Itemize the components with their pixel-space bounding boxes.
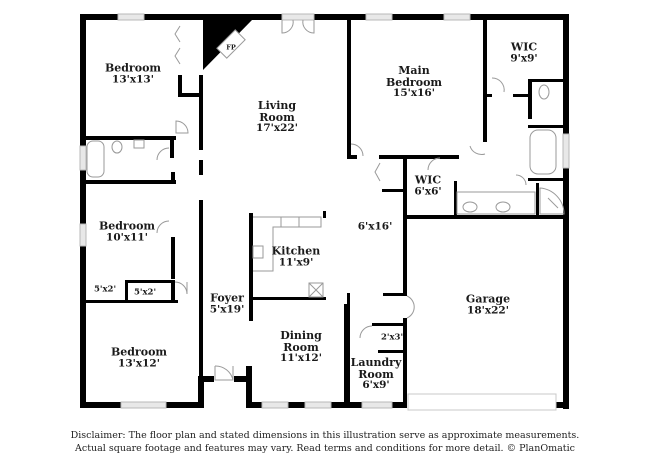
room-dims: 5'x19'	[209, 303, 245, 316]
room-dims: 6'x16'	[357, 220, 393, 233]
room-label-main-bedroom: Main Bedroom 15'x16'	[386, 65, 442, 99]
room-label-bedroom-nw: Bedroom 13'x13'	[105, 63, 161, 86]
room-name: Bedroom	[110, 345, 168, 359]
room-name-line1: Dining	[280, 328, 322, 342]
room-dims: 15'x16'	[393, 87, 435, 100]
room-label-garage: Garage 18'x22'	[466, 294, 510, 317]
room-name: WIC	[510, 40, 538, 54]
room-dims: 6'x6'	[414, 185, 442, 198]
disclaimer: Disclaimer: The floor plan and stated di…	[0, 429, 650, 455]
room-name: Kitchen	[271, 244, 321, 258]
room-label-wic-small: WIC 6'x6'	[414, 175, 441, 198]
room-dims: 13'x13'	[112, 73, 154, 86]
room-label-closet-laundry: 2'x3'	[380, 332, 404, 343]
room-dims: 2'x3'	[380, 332, 404, 343]
room-dims: 11'x9'	[278, 256, 314, 269]
fireplace-text: FP	[226, 43, 236, 52]
room-label-closet-b: 5'x2'	[133, 287, 157, 298]
room-dims: 13'x12'	[118, 357, 160, 370]
fixtures	[86, 19, 565, 381]
disclaimer-line-2: Actual square footage and features may v…	[75, 443, 575, 454]
room-name-line2: Room	[358, 367, 394, 381]
room-name: Garage	[465, 292, 511, 306]
room-dims: 9'x9'	[510, 52, 538, 65]
room-label-hall: 6'x16'	[358, 221, 393, 232]
room-name-line1: Living	[257, 98, 297, 112]
fireplace-label: FP	[226, 43, 236, 52]
room-name-line1: Laundry	[350, 355, 402, 369]
room-dims: 10'x11'	[106, 231, 148, 244]
room-name: Foyer	[210, 291, 244, 305]
room-label-closet-a: 5'x2'	[93, 284, 117, 295]
room-name-line1: Main	[398, 63, 430, 77]
room-name-line2: Room	[259, 110, 295, 124]
room-name-line2: Bedroom	[385, 75, 443, 89]
room-label-wic-large: WIC 9'x9'	[510, 42, 537, 65]
room-label-kitchen: Kitchen 11'x9'	[272, 246, 321, 269]
room-dims: 5'x2'	[93, 284, 117, 295]
room-dims: 11'x12'	[280, 352, 322, 365]
room-label-laundry-room: Laundry Room 6'x9'	[351, 357, 402, 391]
room-name-line2: Room	[283, 340, 319, 354]
room-name: Bedroom	[98, 219, 156, 233]
room-dims: 5'x2'	[133, 287, 157, 298]
room-name: WIC	[414, 173, 442, 187]
room-label-bedroom-w: Bedroom 10'x11'	[99, 221, 155, 244]
room-label-foyer: Foyer 5'x19'	[210, 293, 245, 316]
room-dims: 18'x22'	[467, 304, 509, 317]
room-dims: 17'x22'	[256, 122, 298, 135]
windows	[79, 13, 570, 411]
disclaimer-line-1: Disclaimer: The floor plan and stated di…	[70, 430, 580, 441]
room-label-bedroom-sw: Bedroom 13'x12'	[111, 347, 167, 370]
room-dims: 6'x9'	[362, 379, 390, 392]
room-name: Bedroom	[104, 61, 162, 75]
room-label-dining-room: Dining Room 11'x12'	[280, 330, 322, 364]
room-label-living-room: Living Room 17'x22'	[256, 100, 298, 134]
